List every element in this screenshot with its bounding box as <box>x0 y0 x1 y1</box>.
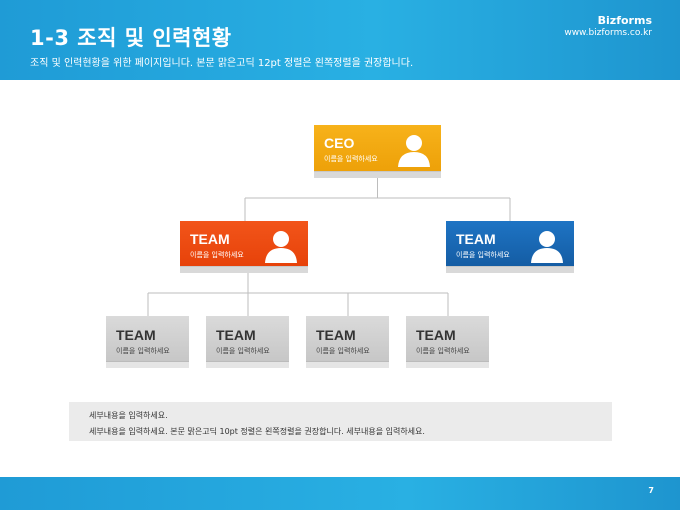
header-bar: 1-3 조직 및 인력현황 조직 및 인력현황을 위한 페이지입니다. 본문 맑… <box>0 0 680 80</box>
detail-note-line-1: 세부내용을 입력하세요. <box>89 411 168 420</box>
node-base <box>446 266 574 273</box>
node-base <box>180 266 308 273</box>
footer-bar: 7 <box>0 477 680 510</box>
node-base <box>406 361 489 368</box>
node-title: CEO <box>324 135 355 151</box>
node-subtitle: 이름을 입력하세요 <box>316 347 370 355</box>
detail-note-box: 세부내용을 입력하세요. 세부내용을 입력하세요. 본문 맑은고딕 10pt 정… <box>69 402 612 441</box>
node-title: TEAM <box>456 231 496 247</box>
brand-site: www.bizforms.co.kr <box>564 28 652 38</box>
node-title: TEAM <box>116 327 156 343</box>
org-node-sub-team-3: TEAM 이름을 입력하세요 <box>306 316 389 368</box>
person-icon <box>531 231 563 263</box>
node-subtitle: 이름을 입력하세요 <box>456 251 510 259</box>
detail-note-line-2: 세부내용을 입력하세요. 본문 맑은고딕 10pt 정렬은 왼쪽정렬을 권장합니… <box>89 427 425 436</box>
org-node-team-right: TEAM 이름을 입력하세요 <box>446 221 574 273</box>
org-node-sub-team-4: TEAM 이름을 입력하세요 <box>406 316 489 368</box>
node-subtitle: 이름을 입력하세요 <box>190 251 244 259</box>
node-subtitle: 이름을 입력하세요 <box>116 347 170 355</box>
node-base <box>306 361 389 368</box>
node-title: TEAM <box>216 327 256 343</box>
page-title: 1-3 조직 및 인력현황 <box>30 26 232 50</box>
node-subtitle: 이름을 입력하세요 <box>216 347 270 355</box>
node-base <box>206 361 289 368</box>
node-base <box>314 171 441 178</box>
node-base <box>106 361 189 368</box>
node-title: TEAM <box>190 231 230 247</box>
page-subtitle: 조직 및 인력현황을 위한 페이지입니다. 본문 맑은고딕 12pt 정렬은 왼… <box>30 58 414 69</box>
person-icon <box>265 231 297 263</box>
node-subtitle: 이름을 입력하세요 <box>324 155 378 163</box>
org-node-ceo: CEO 이름을 입력하세요 <box>314 125 441 178</box>
node-title: TEAM <box>416 327 456 343</box>
person-icon <box>398 135 430 167</box>
brand-name: Bizforms <box>597 14 652 27</box>
node-subtitle: 이름을 입력하세요 <box>416 347 470 355</box>
org-node-team-left: TEAM 이름을 입력하세요 <box>180 221 308 273</box>
org-node-sub-team-2: TEAM 이름을 입력하세요 <box>206 316 289 368</box>
org-node-sub-team-1: TEAM 이름을 입력하세요 <box>106 316 189 368</box>
node-title: TEAM <box>316 327 356 343</box>
page-number: 7 <box>648 486 654 495</box>
